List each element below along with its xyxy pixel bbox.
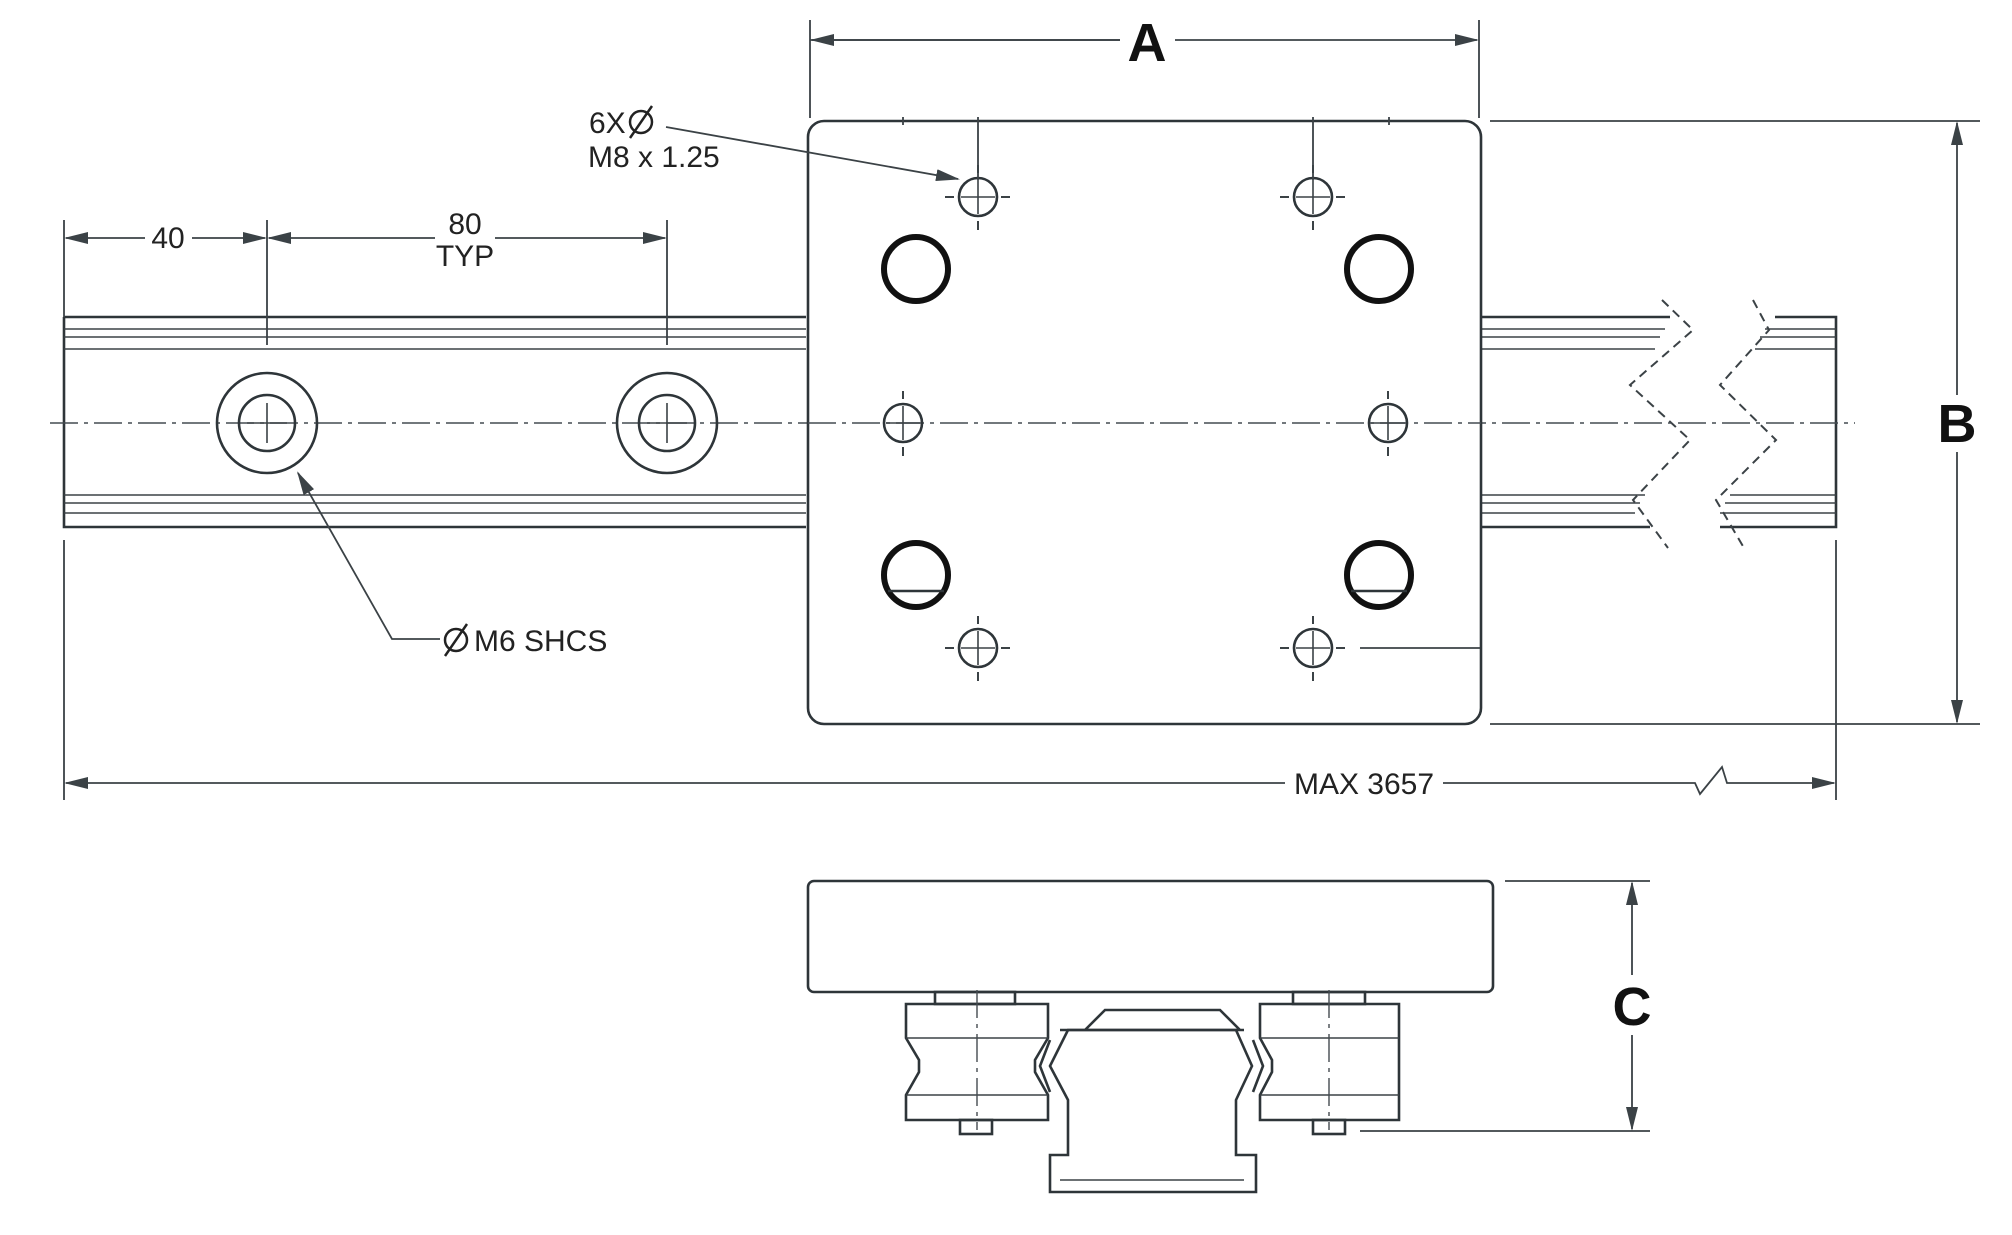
dimension-overall-length: MAX 3657 — [63, 540, 1837, 801]
dimension-a: A — [809, 13, 1480, 118]
tapped-hole-3 — [882, 391, 924, 456]
diameter-icon — [443, 623, 469, 657]
wheel-hole-top-left — [881, 234, 951, 304]
rail-screw-callout: M6 SHCS — [297, 471, 607, 658]
top-view: A B 40 80 TYP 6X — [50, 13, 1980, 801]
diameter-icon — [628, 105, 654, 139]
rail-screw-1 — [215, 371, 319, 475]
dimension-b: B — [1490, 120, 1980, 725]
tapped-hole-6 — [1280, 616, 1346, 681]
end-view: C — [806, 879, 1652, 1194]
dimension-a-label: A — [1128, 13, 1167, 73]
end-view-plate — [806, 879, 1495, 994]
left-wheel — [904, 990, 1050, 1136]
rail-screw-2 — [615, 371, 719, 475]
tapped-hole-5 — [945, 616, 1011, 681]
dimension-c-label: C — [1613, 977, 1652, 1037]
wheel-hole-bottom-right — [1344, 540, 1414, 610]
rail — [62, 299, 1838, 549]
carriage-plate — [806, 119, 1483, 726]
dimension-40-label: 40 — [151, 222, 184, 255]
dimension-40: 40 — [63, 220, 668, 345]
right-wheel — [1258, 990, 1401, 1136]
rail-screws-spec: M6 SHCS — [474, 625, 607, 658]
tapped-hole-2 — [1280, 165, 1346, 230]
dimension-b-label: B — [1938, 394, 1977, 454]
dimension-c: C — [1360, 880, 1652, 1132]
rail-profile — [1038, 1008, 1265, 1194]
tapped-holes-callout: 6X M8 x 1.25 — [588, 105, 960, 182]
dimension-80-label: 80 — [448, 208, 481, 241]
overall-length-label: MAX 3657 — [1294, 768, 1434, 801]
break-line-left — [1628, 299, 1695, 549]
dimension-80-typ: 80 TYP — [267, 208, 667, 273]
tapped-holes-spec: M8 x 1.25 — [588, 141, 720, 174]
tapped-holes-count: 6X — [589, 107, 626, 140]
tapped-hole-4 — [1367, 391, 1409, 456]
wheel-hole-top-right — [1344, 234, 1414, 304]
dimension-typ-label: TYP — [436, 240, 494, 273]
wheel-hole-bottom-left — [881, 540, 951, 610]
